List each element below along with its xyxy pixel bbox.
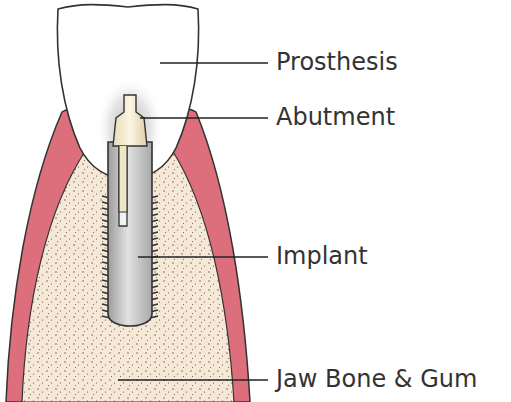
part-label: Implant bbox=[276, 243, 368, 271]
part-label: Abutment bbox=[276, 104, 395, 132]
abutment bbox=[113, 95, 147, 212]
gum bbox=[6, 103, 250, 402]
part-label: Jaw Bone & Gum bbox=[276, 366, 477, 394]
leader-lines bbox=[118, 63, 268, 380]
implant-screw bbox=[102, 142, 158, 326]
jaw-bone bbox=[22, 143, 234, 402]
part-label: Prosthesis bbox=[276, 49, 398, 77]
